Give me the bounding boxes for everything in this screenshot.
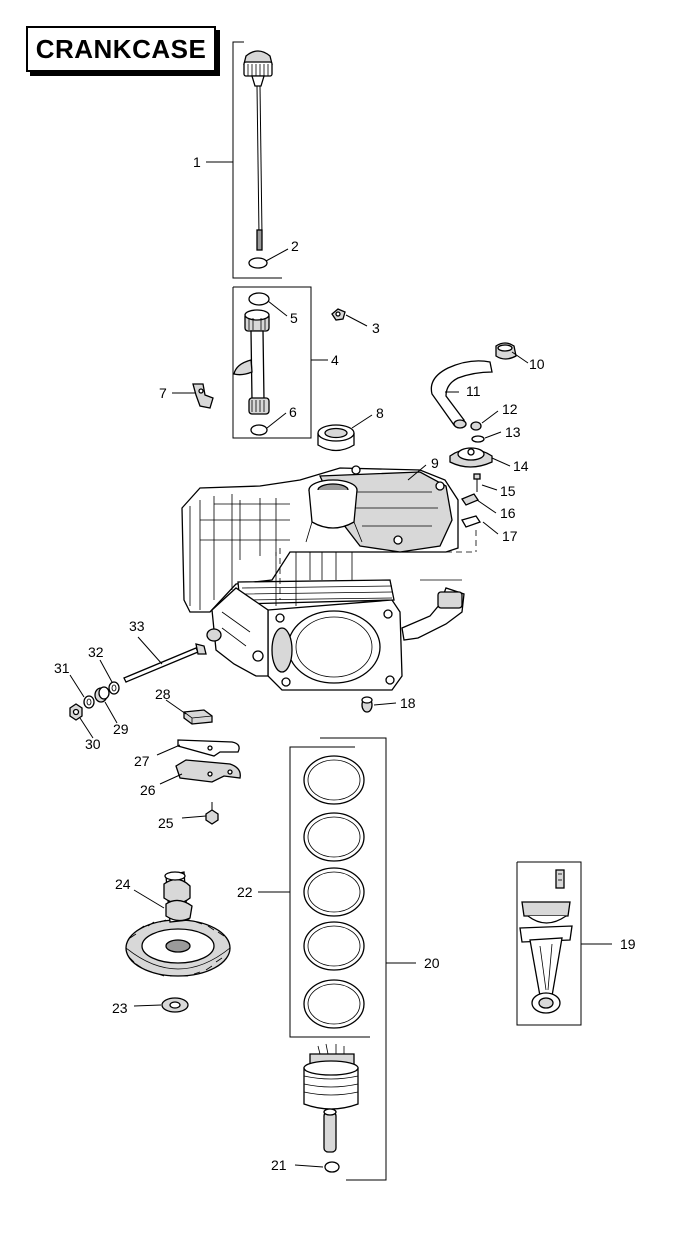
callout-25: 25	[158, 815, 174, 831]
piston-part	[303, 1043, 359, 1153]
callout-33: 33	[129, 618, 145, 634]
plate-27	[177, 739, 240, 757]
callout-6: 6	[289, 404, 297, 420]
piston-ring-2	[303, 812, 365, 862]
breather-hose-11	[430, 360, 493, 429]
callout-32: 32	[88, 644, 104, 660]
callout-29: 29	[113, 721, 129, 737]
crankcase-part	[181, 465, 477, 691]
callout-31: 31	[54, 660, 70, 676]
washer-12	[470, 421, 482, 431]
piston-ring-1	[303, 755, 365, 805]
callout-24: 24	[115, 876, 131, 892]
callout-30: 30	[85, 736, 101, 752]
piston-ring-5	[303, 979, 365, 1029]
callout-labels: 1 2 3 4 5 6 7 8 9 10 11 12 13 14 15 16 1…	[54, 154, 636, 1173]
piston-ring-4	[303, 921, 365, 971]
oil-seal-8	[317, 424, 355, 452]
callout-11: 11	[466, 383, 481, 399]
callout-10: 10	[529, 356, 545, 372]
callout-4: 4	[331, 352, 339, 368]
callout-27: 27	[134, 753, 150, 769]
callout-14: 14	[513, 458, 529, 474]
nut-30	[69, 703, 83, 721]
callout-28: 28	[155, 686, 171, 702]
dowel-18	[361, 696, 373, 713]
title-box: CRANKCASE	[26, 26, 216, 72]
connecting-rod-part	[519, 869, 573, 1014]
callout-2: 2	[291, 238, 299, 254]
callout-12: 12	[502, 401, 518, 417]
callout-17: 17	[502, 528, 518, 544]
callout-20: 20	[424, 955, 440, 971]
callout-26: 26	[140, 782, 156, 798]
callout-21: 21	[271, 1157, 287, 1173]
callout-1: 1	[193, 154, 201, 170]
washer-31	[83, 695, 95, 709]
callout-18: 18	[400, 695, 416, 711]
o-ring-6	[250, 424, 268, 436]
plate-26	[175, 759, 241, 783]
nut-3	[331, 308, 346, 321]
piston-assembly-bracket	[320, 737, 387, 1181]
o-ring-2	[248, 257, 268, 269]
callout-7: 7	[159, 385, 167, 401]
grommet-13	[471, 435, 485, 443]
callout-5: 5	[290, 310, 298, 326]
dipstick-tube-bracket	[232, 286, 312, 439]
camshaft-part	[125, 871, 231, 977]
reed-16	[461, 493, 479, 506]
screw-25	[205, 802, 219, 825]
callout-3: 3	[372, 320, 380, 336]
callout-16: 16	[500, 505, 516, 521]
screw-15	[473, 473, 481, 492]
rod-33	[123, 643, 207, 683]
callout-9: 9	[431, 455, 439, 471]
o-ring-5	[248, 292, 270, 306]
breather-cover-14	[449, 447, 493, 468]
dipstick-part	[243, 50, 273, 251]
washer-32	[108, 681, 120, 695]
connecting-rod-bracket	[516, 861, 582, 1026]
washer-23	[161, 997, 189, 1013]
clamp-10	[495, 342, 517, 360]
spacer-29	[94, 686, 110, 703]
block-28	[183, 709, 213, 725]
diagram-title: CRANKCASE	[35, 34, 207, 64]
callout-23: 23	[112, 1000, 128, 1016]
callout-15: 15	[500, 483, 516, 499]
bracket-clip-7	[192, 383, 214, 409]
dipstick-bracket	[232, 41, 282, 279]
callout-22: 22	[237, 884, 253, 900]
circlip-21	[324, 1161, 340, 1173]
gasket-17	[461, 515, 482, 528]
leader-lines	[69, 161, 612, 1168]
callout-13: 13	[505, 424, 521, 440]
callout-19: 19	[620, 936, 636, 952]
callout-8: 8	[376, 405, 384, 421]
piston-ring-3	[303, 867, 365, 917]
dipstick-tube-part	[233, 309, 270, 415]
